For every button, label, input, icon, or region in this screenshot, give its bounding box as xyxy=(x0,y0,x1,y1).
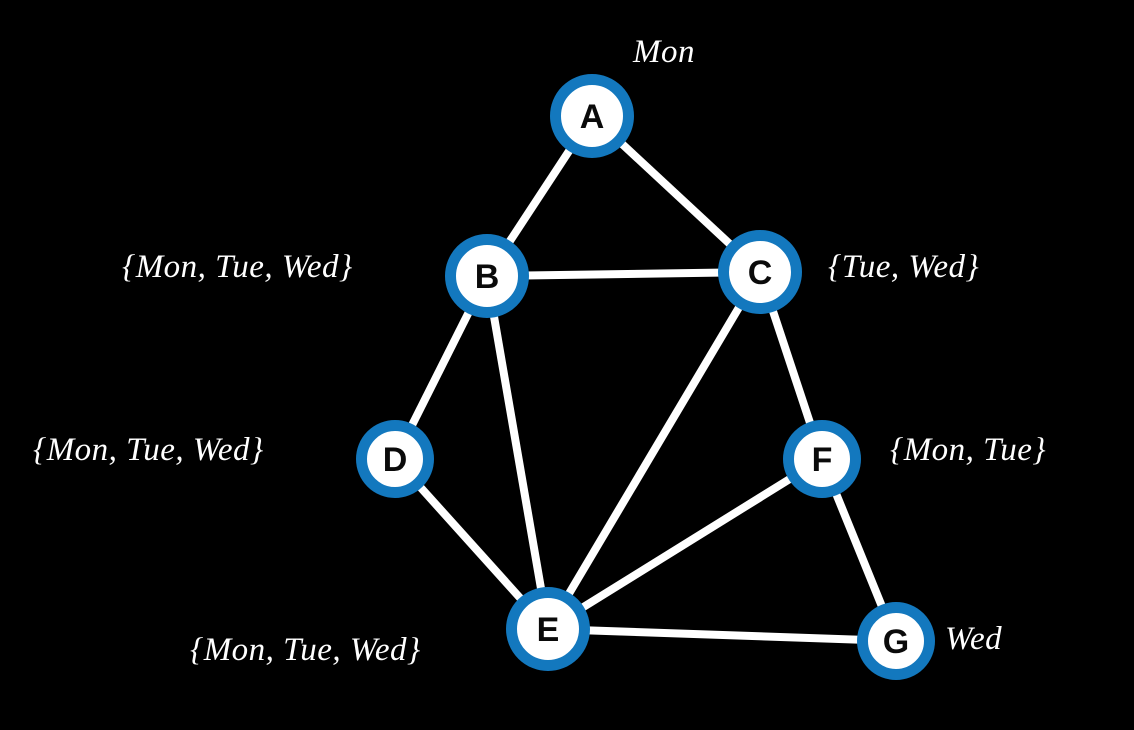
node-f[interactable]: F xyxy=(783,420,861,498)
node-letter-g: G xyxy=(883,623,909,661)
node-g[interactable]: G xyxy=(857,602,935,680)
node-a[interactable]: A xyxy=(550,74,634,158)
edges-group xyxy=(391,113,900,645)
node-circle-g xyxy=(857,602,935,680)
node-e[interactable]: E xyxy=(506,587,590,671)
node-circle-e xyxy=(506,587,590,671)
edge-e-g xyxy=(547,625,897,645)
node-c[interactable]: C xyxy=(718,230,802,314)
node-circle-c xyxy=(718,230,802,314)
domain-label-c: {Tue, Wed} xyxy=(828,249,980,285)
domain-label-f: {Mon, Tue} xyxy=(890,432,1047,468)
node-circle-a xyxy=(550,74,634,158)
node-letter-d: D xyxy=(383,441,408,479)
domain-label-e: {Mon, Tue, Wed} xyxy=(190,632,421,668)
node-letter-f: F xyxy=(812,441,833,479)
domain-label-b: {Mon, Tue, Wed} xyxy=(122,249,353,285)
nodes-group: A B C D F E G xyxy=(356,74,935,680)
node-circle-d xyxy=(356,420,434,498)
edge-e-f xyxy=(545,455,825,633)
edge-c-e xyxy=(544,269,764,632)
edge-b-c xyxy=(486,268,761,280)
node-d[interactable]: D xyxy=(356,420,434,498)
node-letter-a: A xyxy=(580,98,605,136)
domain-label-d: {Mon, Tue, Wed} xyxy=(33,432,264,468)
edge-b-e xyxy=(483,275,552,630)
node-letter-e: E xyxy=(537,611,560,649)
domain-label-a: Mon xyxy=(633,34,695,70)
node-b[interactable]: B xyxy=(445,234,529,318)
domain-label-g: Wed xyxy=(945,621,1003,657)
node-letter-b: B xyxy=(475,258,500,296)
node-circle-b xyxy=(445,234,529,318)
node-letter-c: C xyxy=(748,254,773,292)
node-circle-f xyxy=(783,420,861,498)
